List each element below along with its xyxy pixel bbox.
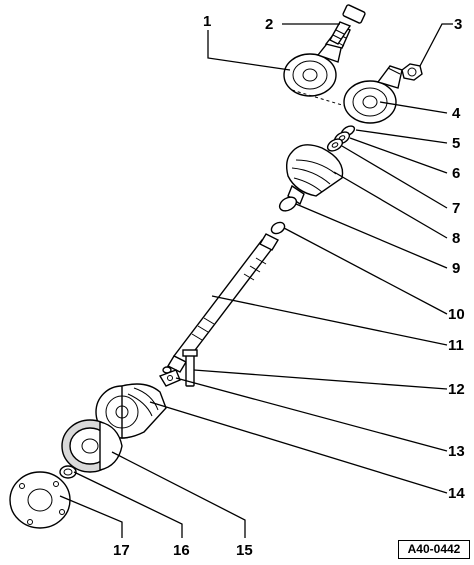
part-17-cover xyxy=(9,471,71,529)
callout-13: 13 xyxy=(448,443,465,460)
callout-9: 9 xyxy=(452,260,460,277)
part-4-cv-joint xyxy=(343,65,403,124)
callout-6: 6 xyxy=(452,165,460,182)
part-11-drive-shaft xyxy=(162,233,279,374)
part-16-circlip xyxy=(59,465,77,479)
part-15-inner-cv-joint xyxy=(61,419,123,473)
leader-lines xyxy=(59,23,453,538)
callout-17: 17 xyxy=(113,542,130,559)
part-3-nut xyxy=(401,63,423,81)
callout-14: 14 xyxy=(448,485,465,502)
callout-10: 10 xyxy=(448,306,465,323)
callout-labels: 1 2 3 4 5 6 7 8 9 10 11 12 13 14 15 16 1… xyxy=(113,13,465,559)
reference-code: A40-0442 xyxy=(407,542,461,556)
part-2-bolt xyxy=(329,4,366,45)
callout-4: 4 xyxy=(452,105,461,122)
callout-16: 16 xyxy=(173,542,190,559)
callout-11: 11 xyxy=(448,337,464,354)
callout-2: 2 xyxy=(265,16,273,33)
callout-1: 1 xyxy=(203,13,211,30)
callout-3: 3 xyxy=(454,16,462,33)
part-12-bolt xyxy=(182,349,198,387)
part-9-clamp xyxy=(278,196,298,212)
part-10-clamp xyxy=(270,221,286,235)
part-8-boot xyxy=(285,144,344,206)
callout-15: 15 xyxy=(236,542,253,559)
callout-5: 5 xyxy=(452,135,460,152)
part-13-lock-plate xyxy=(158,369,181,387)
reference-code-box: A40-0442 xyxy=(398,540,470,559)
callout-12: 12 xyxy=(448,381,465,398)
callout-8: 8 xyxy=(452,230,460,247)
callout-7: 7 xyxy=(452,200,460,217)
part-7-thrust-washer xyxy=(326,138,344,152)
